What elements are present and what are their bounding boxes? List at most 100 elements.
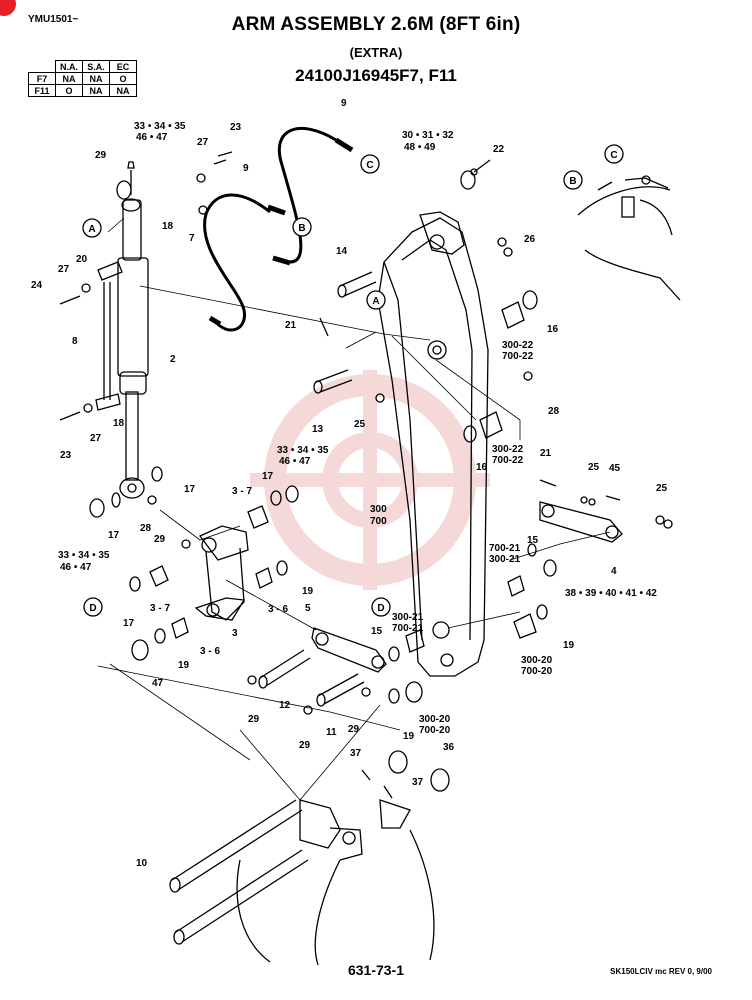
callout: 300 [370,504,387,515]
link-3 [194,525,249,621]
svg-text:D: D [89,603,96,614]
ref-marker-a: A [366,290,386,310]
svg-text:B: B [298,223,305,234]
ref-marker-c: C [604,144,624,164]
callout: 700-20 [521,666,553,677]
callout: 23 [60,450,72,461]
callout: 28 [548,406,560,417]
page-subtitle: (EXTRA) [349,45,403,60]
callout: 37 [412,777,424,788]
callout: 33 • 34 • 35 [277,445,329,456]
callout: 3 - 7 [232,486,252,497]
callout: 300-21 [392,612,424,623]
callout: 7 [189,233,195,244]
callout: 19 [178,660,190,671]
callout: 25 [354,419,366,430]
callout: 15 [371,626,383,637]
callout: 23 [230,122,242,133]
pin-11 [316,673,365,707]
callout: 300-21 [489,554,521,565]
callout: 9 [243,163,249,174]
callout: 22 [493,144,505,155]
callout: 45 [609,463,621,474]
callout: 48 • 49 [404,142,436,153]
callout: 46 • 47 [136,132,168,143]
callout: 33 • 34 • 35 [58,550,110,561]
callout: 3 [232,628,238,639]
svg-text:A: A [88,224,95,235]
bushings-washers [89,170,557,792]
arm-cylinder [117,161,149,499]
callout: 17 [108,530,120,541]
callout: 18 [113,418,125,429]
leader-lines [97,217,611,801]
callout: 5 [305,603,311,614]
callout: 25 [656,483,668,494]
availability-table: N.A. S.A. EC F7 NA NA O F11 O NA NA [28,60,137,97]
callout: 10 [136,858,148,869]
callout: 300-22 [502,340,534,351]
callout: 24 [31,280,43,291]
callout: 19 [403,731,415,742]
ref-marker-d: D [371,597,391,617]
callout: 8 [72,336,78,347]
ref-marker-b: B [292,217,312,237]
callout: 11 [326,727,337,738]
callout: 29 [95,150,107,161]
bucket-linkage [236,799,435,966]
hose-9-upper [277,126,337,264]
callout: 700-21 [392,623,424,634]
callout: 13 [312,424,324,435]
svg-text:A: A [372,296,379,307]
ref-marker-c: C [360,154,380,174]
hose-9-lower [203,193,271,332]
callout: 15 [527,535,539,546]
callout: 33 • 34 • 35 [134,121,186,132]
callout: 19 [302,586,314,597]
callout: 18 [162,221,174,232]
callout: 17 [262,471,274,482]
part-number: 24100J16945F7, F11 [295,66,457,85]
callout: 20 [76,254,88,265]
boom-section [577,175,681,301]
callout: 700-22 [502,351,534,362]
corner-tab-mark [0,0,16,16]
callout: 700-21 [489,543,521,554]
bolts-nuts [59,151,673,799]
callout: 29 [154,534,166,545]
callout: 2 [170,354,176,365]
callout: 46 • 47 [279,456,311,467]
callout: 17 [184,484,196,495]
callout: 16 [547,324,559,335]
callout: 21 [285,320,297,331]
availability-row: F11 O NA NA [28,84,137,97]
callout: 4 [611,566,617,577]
callout: 29 [299,740,311,751]
svg-text:C: C [610,150,617,161]
model-code: YMU1501~ [28,14,79,25]
watermark-logo [250,370,490,590]
callout: 38 • 39 • 40 • 41 • 42 [565,588,657,599]
callout: 26 [524,234,536,245]
pipe-assembly [95,261,123,411]
availability-cell: NA [109,84,137,97]
callout: 3 - 6 [200,646,220,657]
callout: 25 [588,462,600,473]
callout: 16 [476,462,488,473]
callout: 12 [279,700,291,711]
callout: 30 • 31 • 32 [402,130,454,141]
revision-note: SK150LCIV mc REV 0, 9/00 [610,967,712,976]
callout: 47 [152,678,164,689]
callout: 27 [90,433,102,444]
page-title: ARM ASSEMBLY 2.6M (8FT 6in) [231,14,521,35]
callout: 29 [348,724,360,735]
pin-12 [258,649,311,689]
callout: 3 - 6 [268,604,288,615]
callout: 46 • 47 [60,562,92,573]
ref-marker-b: B [563,170,583,190]
callout: 300-22 [492,444,524,455]
callout-labels: 9 9 23 23 27 27 27 29 29 29 29 29 33 • 3… [31,98,668,869]
callout: 19 [563,640,575,651]
callout: 300-20 [419,714,451,725]
pin-10 [169,799,309,945]
